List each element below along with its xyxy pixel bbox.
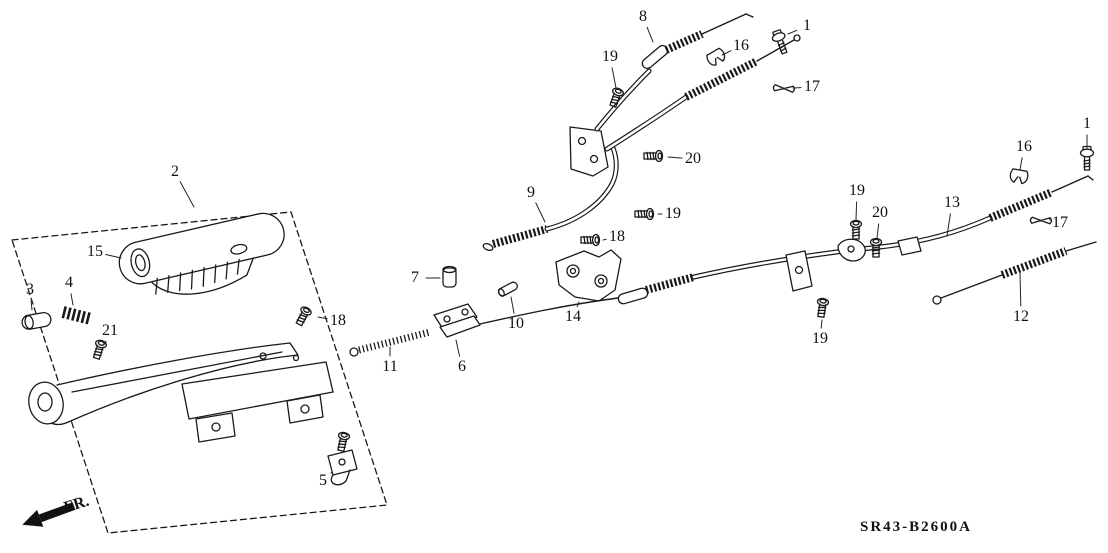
spring-part4: [61, 306, 93, 325]
screw-part21: [90, 338, 108, 361]
cable-part12: [932, 241, 1097, 305]
cable-clamp-b: [837, 238, 866, 262]
bushing-part3: [21, 311, 52, 330]
equalizer-part6: [433, 303, 481, 338]
junction-bracket: [569, 126, 609, 177]
diagram-code-label: SR43-B2600A: [860, 519, 973, 535]
cable-front-run: [479, 297, 619, 325]
screw-part5: [334, 430, 351, 453]
clip-part16-top: [704, 46, 728, 69]
lever-arm: [28, 342, 300, 426]
bolt-part19-bottom: [814, 297, 830, 319]
bolt-part19-mid: [634, 207, 655, 221]
switch-part5: [327, 449, 358, 486]
bracket-part14: [555, 249, 622, 302]
handle-grip: [118, 212, 285, 295]
cable-part8: [594, 13, 754, 132]
cable-part9: [482, 145, 619, 252]
adjust-rod-part11: [349, 328, 431, 357]
bolt-part19-right: [849, 219, 863, 240]
assembly-boundary: [11, 211, 388, 534]
cable-clamp-c: [897, 236, 922, 256]
screw-part18-left: [293, 304, 314, 328]
leader-lines: [30, 26, 1088, 474]
clip-part17-right: [1029, 215, 1053, 226]
pin-part7: [442, 265, 457, 288]
bolt-part1-right: [1079, 145, 1095, 171]
bolt-part20-mid: [643, 149, 664, 163]
clip-part17-top: [772, 82, 796, 95]
lever-mount-bracket: [181, 361, 334, 443]
bolt-part18-mid: [580, 233, 601, 247]
cable-bracket-a: [785, 250, 813, 292]
fr-arrow-icon: [22, 502, 76, 527]
clevis-pin-part10: [497, 281, 518, 297]
clip-part16-right: [1008, 167, 1030, 186]
cable-upper-right: [604, 34, 801, 152]
